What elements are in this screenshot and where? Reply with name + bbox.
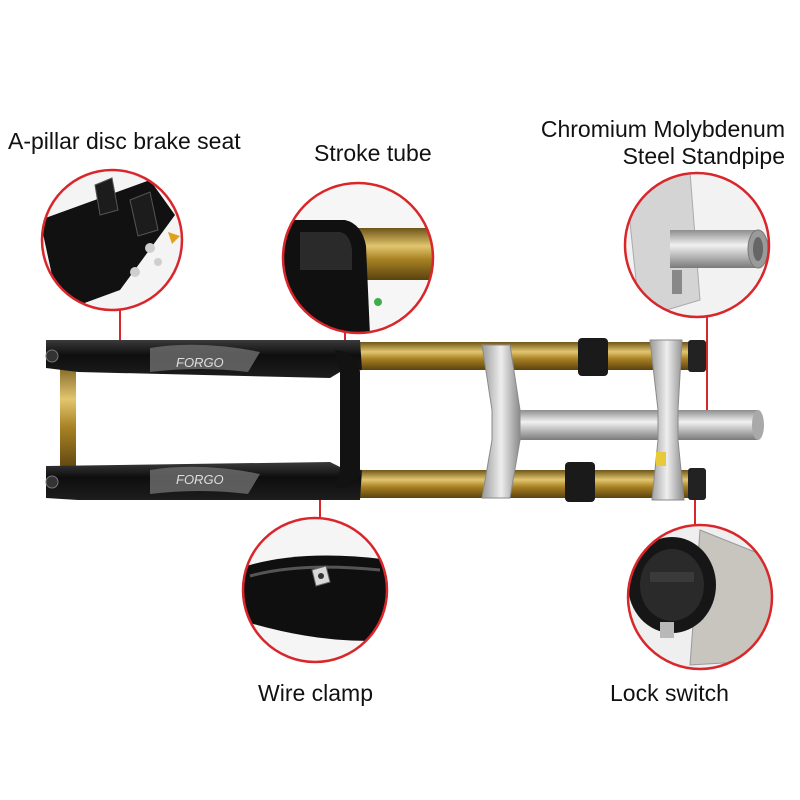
bumper-ring-upper	[578, 338, 608, 376]
label-wire-clamp: Wire clamp	[258, 680, 374, 706]
callout-wire-clamp	[241, 516, 389, 664]
upper-stanchion	[335, 342, 695, 370]
callout-standpipe	[623, 171, 771, 319]
label-stroke-tube: Stroke tube	[314, 140, 432, 166]
callout-stroke-tube	[281, 181, 435, 335]
callout-ring	[281, 181, 435, 335]
callout-ring	[623, 171, 771, 319]
callout-ring	[626, 523, 774, 671]
fork-arch	[335, 350, 360, 489]
label-standpipe-line1: Chromium Molybdenum	[540, 116, 785, 142]
lower-crown	[481, 344, 521, 499]
label-standpipe-line2: Steel Standpipe	[622, 143, 785, 169]
callout-lock-switch	[626, 523, 774, 671]
callout-ring	[241, 516, 389, 664]
suspension-fork	[45, 338, 764, 502]
lower-brand-logo: FORGO	[176, 472, 224, 487]
label-lock-switch: Lock switch	[610, 680, 729, 706]
upper-brand-logo: FORGO	[176, 355, 224, 370]
label-brake-seat: A-pillar disc brake seat	[8, 128, 241, 154]
bumper-ring-lower	[565, 462, 595, 502]
label-standpipe: Chromium Molybdenum Steel Standpipe	[510, 116, 785, 170]
brake-bridge-tube	[60, 360, 76, 472]
callout-brake-seat	[40, 168, 184, 312]
lower-stanchion	[335, 470, 695, 498]
steerer-tube	[500, 410, 758, 440]
callout-ring	[40, 168, 184, 312]
